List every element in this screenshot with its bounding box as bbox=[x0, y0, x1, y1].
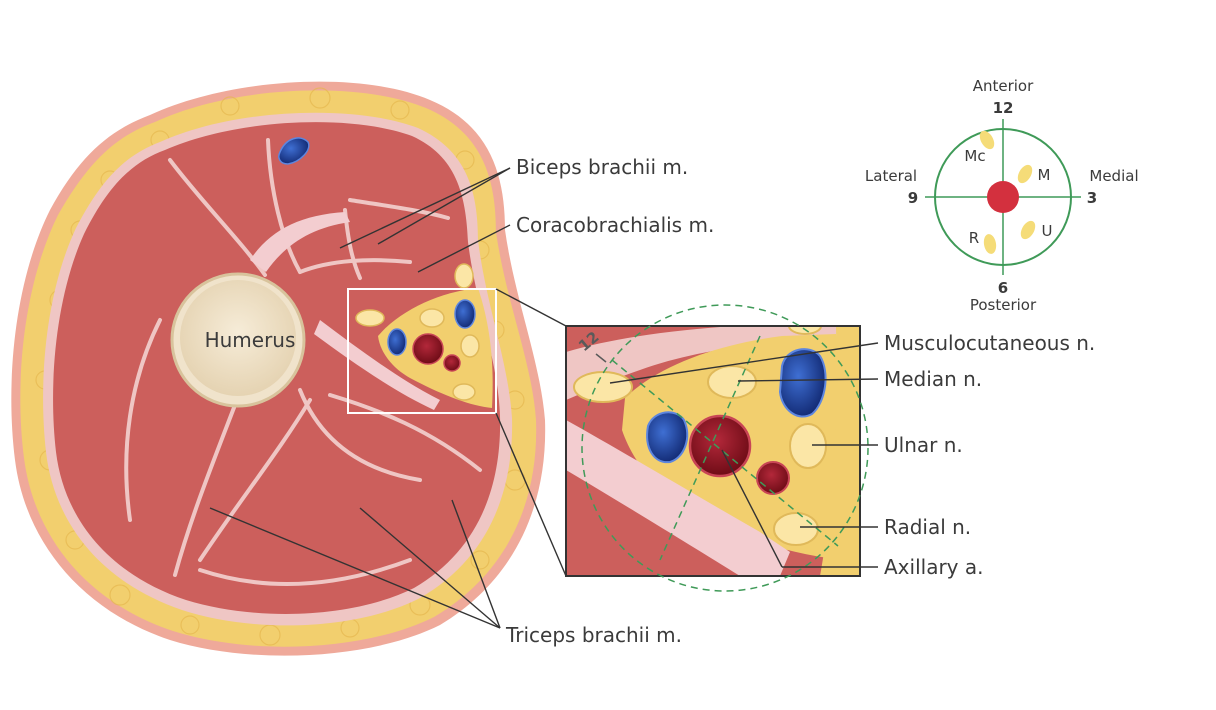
zoom-median-nerve bbox=[707, 365, 757, 399]
vein-small-lateral bbox=[387, 328, 407, 356]
neurovascular-bundle bbox=[355, 263, 493, 408]
zoom-fascia-top bbox=[566, 326, 860, 400]
leader-triceps-c bbox=[451, 499, 501, 629]
coracobrachialis-label: Coracobrachialis m. bbox=[516, 213, 714, 237]
clock-lateral-label: Lateral bbox=[865, 167, 917, 185]
clock-artery-marker bbox=[987, 181, 1019, 213]
cephalic-vein bbox=[278, 137, 310, 165]
artery-small-branch bbox=[443, 354, 461, 372]
nerve-small-top bbox=[454, 263, 474, 289]
leader-axillary-d bbox=[721, 449, 783, 568]
humerus-bone-marrow bbox=[180, 280, 296, 396]
zoom-panel: 12 bbox=[565, 304, 869, 592]
zoom-vein-lateral bbox=[646, 411, 689, 464]
zoom-ulnar-nerve bbox=[789, 423, 827, 469]
median-label: Median n. bbox=[884, 367, 982, 391]
clock-12-label: 12 bbox=[993, 99, 1014, 117]
zoom-frame bbox=[565, 325, 861, 577]
zoom-dashed-circle bbox=[581, 304, 869, 592]
musculocutaneous-label: Musculocutaneous n. bbox=[884, 331, 1095, 355]
ulnar-label: Ulnar n. bbox=[884, 433, 963, 457]
zoom-artery-branch bbox=[756, 461, 790, 495]
vein-small-medial bbox=[454, 299, 476, 329]
zoom-marker-tick bbox=[595, 353, 607, 363]
clock-medial-label: Medial bbox=[1089, 167, 1138, 185]
zoom-vein-medial bbox=[778, 348, 827, 418]
leader-triceps-b bbox=[359, 507, 501, 629]
leader-musculocutaneous bbox=[609, 342, 879, 384]
clock-3-label: 3 bbox=[1087, 189, 1097, 207]
intermuscular-septum bbox=[250, 212, 350, 272]
clock-m-label: M bbox=[1038, 166, 1051, 184]
clock-posterior-label: Posterior bbox=[970, 296, 1037, 314]
zoom-radial-nerve bbox=[773, 512, 819, 546]
clock-m-nerve bbox=[1017, 164, 1033, 184]
radial-label: Radial n. bbox=[884, 515, 971, 539]
clock-anterior-label: Anterior bbox=[973, 77, 1034, 95]
clock-u-label: U bbox=[1042, 222, 1053, 240]
leader-coracobrachialis bbox=[417, 224, 511, 273]
zoom-medial-fat bbox=[820, 326, 860, 576]
clock-diagram: Anterior 12 6 Posterior Lateral 9 Medial… bbox=[865, 77, 1139, 314]
median-nerve-small bbox=[419, 308, 445, 328]
clock-r-label: R bbox=[969, 229, 979, 247]
leader-biceps-2 bbox=[377, 167, 511, 245]
humerus-label: Humerus bbox=[205, 328, 296, 352]
arm-cross-section: Humerus bbox=[11, 81, 546, 656]
inset-source-box bbox=[347, 288, 497, 414]
clock-mc-label: Mc bbox=[964, 147, 985, 165]
axillary-label: Axillary a. bbox=[884, 555, 983, 579]
zoom-connectors bbox=[495, 288, 567, 577]
radial-nerve-small bbox=[452, 383, 476, 401]
structure-labels: Biceps brachii m. Coracobrachialis m. Tr… bbox=[505, 155, 1095, 647]
biceps-label: Biceps brachii m. bbox=[516, 155, 688, 179]
medial-septum bbox=[314, 320, 440, 410]
zoom-musculocutaneous-nerve bbox=[573, 371, 633, 403]
triceps-label: Triceps brachii m. bbox=[505, 623, 682, 647]
axillary-artery-small bbox=[412, 333, 444, 365]
musculocutaneous-nerve-small bbox=[355, 309, 385, 327]
zoom-crosshair bbox=[611, 335, 839, 561]
clock-9-label: 9 bbox=[908, 189, 918, 207]
clock-6-label: 6 bbox=[998, 279, 1008, 297]
ulnar-nerve-small bbox=[460, 334, 480, 358]
zoom-septum-band bbox=[566, 420, 790, 576]
leader-lines bbox=[209, 167, 879, 629]
leader-triceps-a bbox=[209, 507, 501, 629]
clock-u-nerve bbox=[1020, 220, 1036, 240]
clock-r-nerve bbox=[983, 234, 997, 254]
clock-mc-nerve bbox=[979, 130, 995, 150]
leader-biceps bbox=[339, 167, 511, 249]
leader-median bbox=[737, 378, 879, 382]
